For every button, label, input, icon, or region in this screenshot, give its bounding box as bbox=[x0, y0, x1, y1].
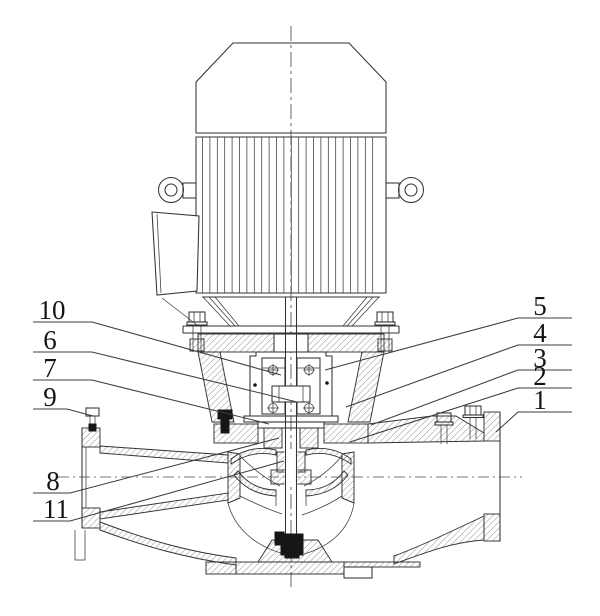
leader-line-7 bbox=[33, 379, 270, 425]
leader-line-9 bbox=[33, 408, 94, 417]
callout-label-6: 6 bbox=[43, 325, 57, 355]
casing-stud-right bbox=[434, 412, 454, 444]
suction-flange bbox=[74, 407, 101, 561]
callout-label-4: 4 bbox=[533, 318, 547, 348]
flange-foot bbox=[74, 530, 86, 561]
leader-line-10 bbox=[33, 321, 282, 376]
pump-cover-right bbox=[323, 423, 369, 444]
leader-line-4 bbox=[345, 344, 572, 408]
stool-top-flange-left bbox=[197, 333, 275, 353]
stool-top-flange-right bbox=[307, 333, 385, 353]
leader-line-2 bbox=[349, 387, 572, 443]
suction-wall-top bbox=[99, 445, 229, 464]
fan-cover bbox=[195, 42, 387, 134]
impeller-nut bbox=[274, 531, 304, 559]
impeller-shroud-upper-left bbox=[230, 447, 277, 465]
leader-line-1 bbox=[495, 411, 572, 433]
base-plate bbox=[235, 561, 345, 575]
lifting-eye-left bbox=[157, 176, 197, 204]
terminal-box bbox=[151, 211, 200, 326]
impeller-shroud-upper-right bbox=[305, 447, 352, 465]
callout-label-8: 8 bbox=[46, 466, 60, 496]
callout-label-2: 2 bbox=[533, 361, 547, 391]
casing-ring-left bbox=[227, 451, 241, 504]
leader-line-8 bbox=[33, 437, 280, 494]
electric-motor bbox=[151, 42, 425, 352]
callout-label-5: 5 bbox=[533, 291, 547, 321]
cooling-fins bbox=[202, 137, 374, 293]
stool-wall-left bbox=[197, 351, 235, 423]
leader-line-11 bbox=[33, 460, 285, 522]
casing-ring-right bbox=[341, 451, 355, 504]
impeller-shroud-lower-right bbox=[305, 470, 349, 497]
conduit-line bbox=[161, 297, 198, 326]
callout-label-3: 3 bbox=[533, 343, 547, 373]
pump-shaft bbox=[284, 297, 298, 534]
motor-shaft-boss bbox=[273, 333, 309, 353]
lifting-eye-right bbox=[385, 176, 425, 204]
callout-label-10: 10 bbox=[39, 295, 66, 325]
mechanical-seal bbox=[257, 421, 325, 449]
callout-label-9: 9 bbox=[43, 382, 57, 412]
suction-flange-plug bbox=[85, 407, 100, 432]
callout-label-1: 1 bbox=[533, 385, 547, 415]
base-step bbox=[343, 566, 373, 579]
discharge-flange bbox=[462, 405, 501, 542]
leader-line-5 bbox=[324, 317, 572, 371]
leader-line-3 bbox=[370, 369, 572, 426]
base-plate-right bbox=[343, 561, 421, 568]
suction-wall-bottom bbox=[99, 492, 229, 520]
centerlines bbox=[58, 26, 522, 590]
volute-wall-bottom-left bbox=[99, 521, 237, 566]
volute-wall-bottom-right bbox=[393, 515, 485, 565]
pump-base bbox=[205, 531, 421, 579]
pump-casing bbox=[74, 405, 501, 566]
callout-label-11: 11 bbox=[43, 494, 69, 524]
shaft-sleeve bbox=[271, 385, 311, 403]
seal-gland-plate bbox=[257, 421, 325, 429]
leader-line-6 bbox=[33, 351, 298, 403]
callout-label-7: 7 bbox=[43, 353, 57, 383]
motor-end-shield bbox=[202, 296, 380, 327]
stool-wall-right bbox=[347, 351, 385, 423]
impeller bbox=[230, 447, 352, 506]
base-foot-left bbox=[205, 561, 237, 575]
motor-stool-and-coupling bbox=[197, 333, 385, 423]
coupling-bolts bbox=[267, 364, 315, 414]
